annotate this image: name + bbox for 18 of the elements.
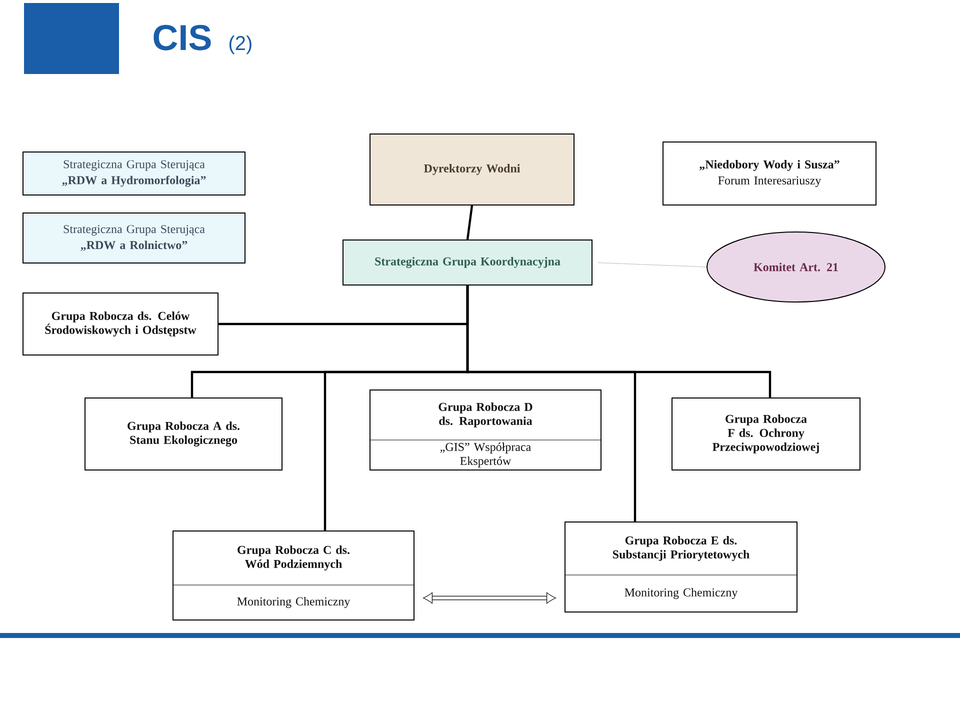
org-box: Grupa Robocza E ds. Substancji Priorytetowych Monitoring Chemiczny bbox=[564, 522, 798, 612]
org-box: Grupa Robocza F ds. Ochrony Przeciwpowodziowej bbox=[672, 398, 860, 470]
org-box: Grupa Robocza ds. Celów Środowiskowych i Odstępstw bbox=[22, 292, 218, 356]
org-box: Strategiczna Grupa Koordynacyjna bbox=[342, 240, 592, 286]
org-box: Grupa Robocza D ds. Raportowania „GIS” Współpraca Ekspertów bbox=[370, 390, 602, 470]
ellipse-node: Komitet Art. 21 bbox=[706, 232, 886, 302]
org-box: Dyrektorzy Wodni bbox=[370, 134, 574, 206]
org-box: Grupa Robocza A ds. Stanu Ekologicznego bbox=[84, 398, 282, 470]
double-arrow bbox=[423, 592, 556, 604]
connector-line bbox=[466, 286, 772, 398]
dotted-line bbox=[598, 262, 707, 268]
org-box: Grupa Robocza C ds. Wód Podziemnych Monitoring Chemiczny bbox=[172, 530, 414, 620]
org-box: Strategiczna Grupa Sterująca „RDW a Hydromorfologia” bbox=[22, 152, 246, 196]
title-number: (2) bbox=[229, 36, 252, 54]
connector-line bbox=[466, 205, 474, 240]
org-box: Strategiczna Grupa Sterująca „RDW a Rolnictwo” bbox=[22, 212, 246, 264]
title: CIS bbox=[154, 24, 211, 50]
org-box: „Niedobory Wody i Susza” Forum Interesariuszy bbox=[662, 142, 876, 206]
